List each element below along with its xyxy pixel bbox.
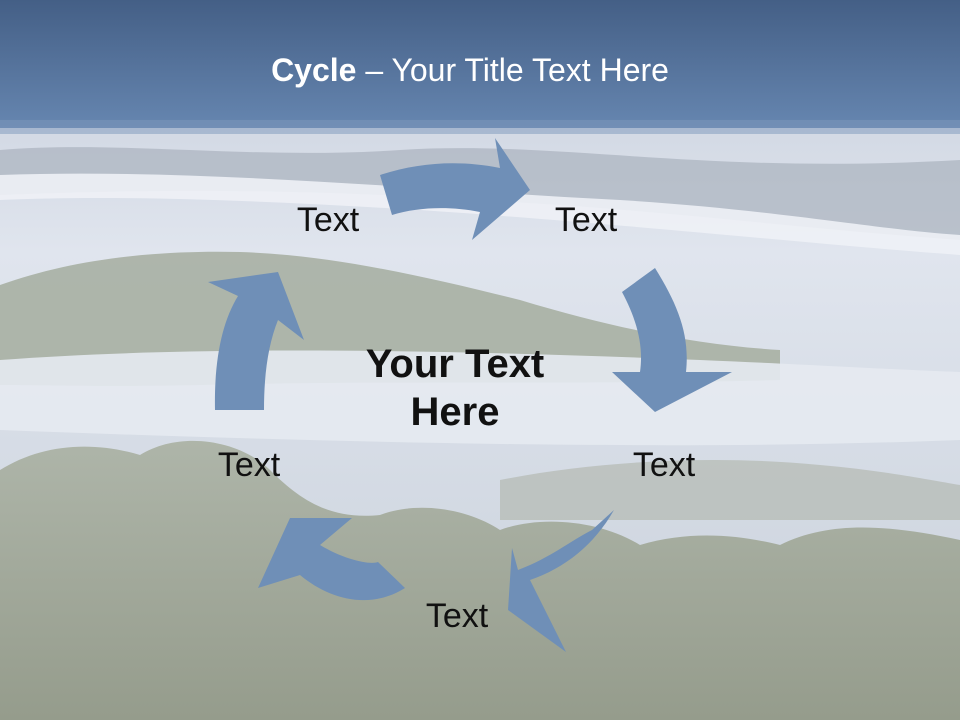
cycle-label-2: Text [554, 201, 618, 239]
slide-title: Cycle – Your Title Text Here [0, 52, 940, 89]
center-text-line1: Your Text [365, 342, 545, 386]
cycle-label-5: Text [217, 446, 281, 484]
cycle-label-4: Text [425, 597, 489, 635]
title-bold: Cycle [271, 52, 357, 88]
curved-arrow-icon [508, 510, 614, 652]
cycle-label-3: Text [632, 446, 696, 484]
title-rest: – Your Title Text Here [356, 52, 669, 88]
curved-arrow-icon [380, 138, 530, 240]
curved-arrow-icon [612, 268, 732, 412]
center-text-line2: Here [410, 390, 500, 434]
curved-arrow-icon [208, 272, 304, 410]
curved-arrow-icon [258, 518, 405, 601]
cycle-label-1: Text [296, 201, 360, 239]
center-text: Your Text Here [330, 340, 580, 436]
